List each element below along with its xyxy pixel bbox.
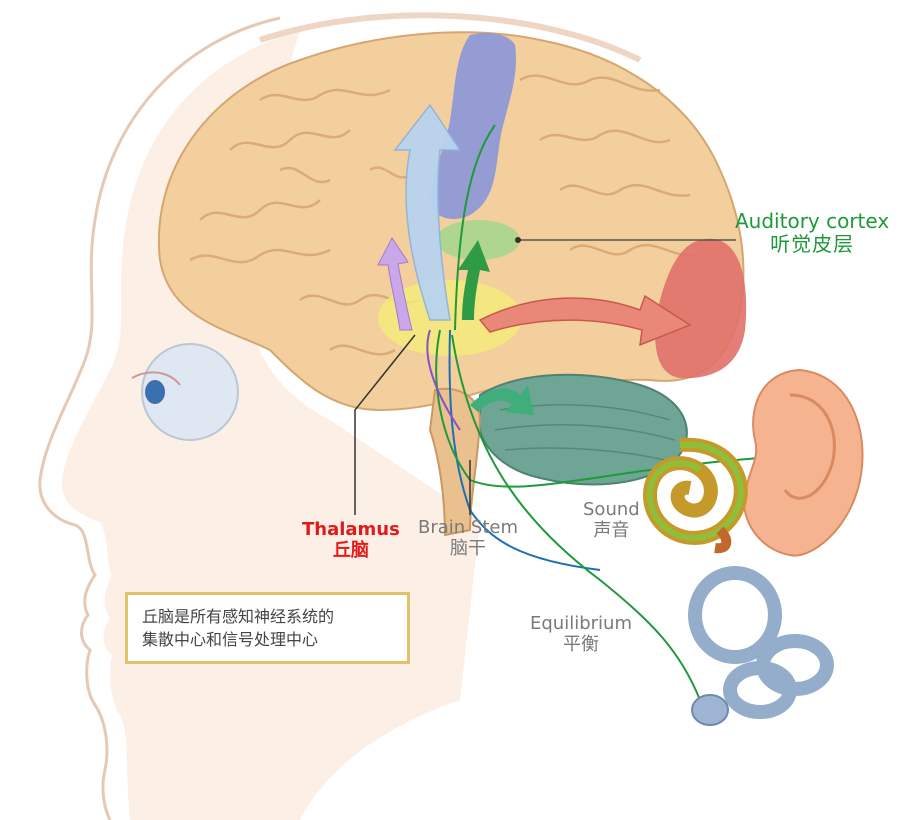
vestibule — [692, 695, 728, 725]
equilibrium-label-zh: 平衡 — [530, 635, 632, 656]
auditory-cortex-label-en: Auditory cortex — [735, 210, 889, 233]
auditory-cortex-label-zh: 听觉皮层 — [735, 233, 889, 256]
semicircular-canals — [695, 573, 827, 712]
auditory-cortex-label: Auditory cortex 听觉皮层 — [735, 210, 889, 256]
brain-stem-label-zh: 脑干 — [418, 539, 518, 560]
cochlea — [650, 445, 741, 549]
eye-iris — [145, 380, 165, 404]
sound-label-en: Sound — [583, 500, 640, 521]
thalamus-label-en: Thalamus — [302, 520, 400, 541]
sound-label: Sound 声音 — [583, 500, 640, 541]
thalamus-label-zh: 丘脑 — [302, 541, 400, 562]
sound-label-zh: 声音 — [583, 521, 640, 542]
info-box-line-1: 丘脑是所有感知神经系统的 — [142, 605, 393, 628]
info-box-line-2: 集散中心和信号处理中心 — [142, 628, 393, 651]
thalamus-info-box: 丘脑是所有感知神经系统的 集散中心和信号处理中心 — [125, 592, 410, 664]
equilibrium-label-en: Equilibrium — [530, 614, 632, 635]
brain-stem-label: Brain Stem 脑干 — [418, 518, 518, 559]
equilibrium-label: Equilibrium 平衡 — [530, 614, 632, 655]
brain-stem-label-en: Brain Stem — [418, 518, 518, 539]
auditory-leader-dot — [515, 237, 521, 243]
thalamus-label: Thalamus 丘脑 — [302, 520, 400, 561]
